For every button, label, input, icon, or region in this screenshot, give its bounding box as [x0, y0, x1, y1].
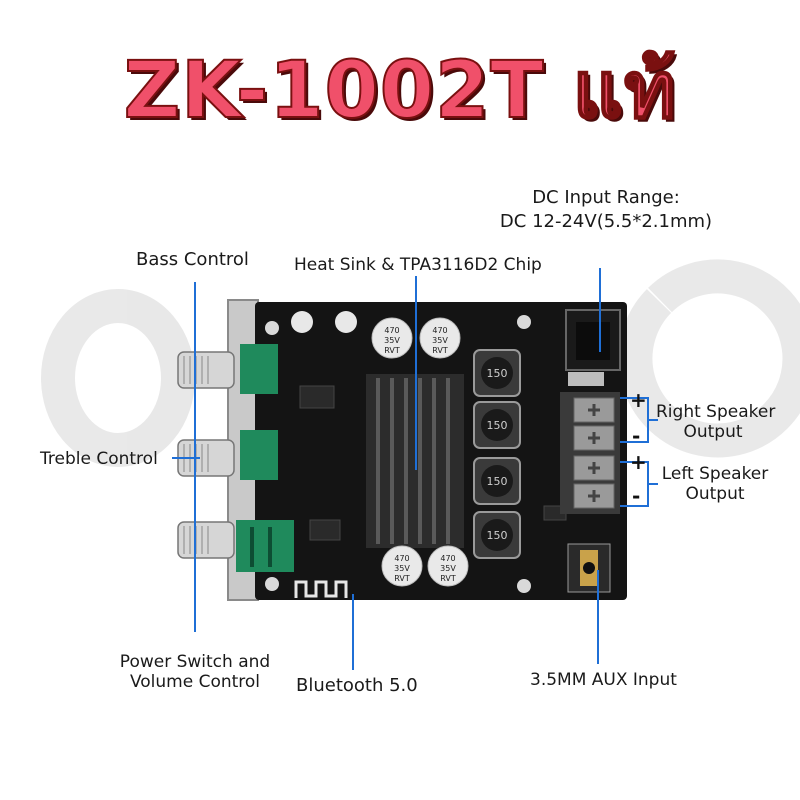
- capacitor-label: RVT: [440, 574, 456, 583]
- left-speaker-line2: Output: [685, 484, 745, 504]
- treble-control-label: Treble Control: [40, 449, 158, 469]
- power-volume-line1: Power Switch and: [119, 652, 271, 672]
- knobs: [177, 351, 235, 559]
- capacitor-label: 470: [440, 554, 455, 563]
- right-speaker-line1: Right Speaker: [656, 402, 776, 422]
- capacitor-label: RVT: [394, 574, 410, 583]
- capacitor-label: 35V: [394, 564, 410, 573]
- power-volume-label: Power Switch and Volume Control: [110, 652, 280, 692]
- small-chips: [299, 385, 567, 541]
- capacitor-label: 35V: [384, 336, 400, 345]
- bass-control-label: Bass Control: [136, 249, 249, 270]
- right-speaker-label: Right Speaker Output: [656, 402, 776, 442]
- capacitor-label: 35V: [440, 564, 456, 573]
- electrolytic-capacitors: [371, 317, 469, 587]
- heat-sink-fins: [376, 378, 450, 544]
- speaker-terminal: [560, 392, 620, 514]
- capacitor-label: 470: [432, 326, 447, 335]
- right-speaker-line2: Output: [683, 422, 743, 442]
- mounting-holes: [265, 315, 531, 593]
- heat-sink-label: Heat Sink & TPA3116D2 Chip: [294, 255, 542, 275]
- small-capacitors: [291, 311, 357, 333]
- inductor-label: 150: [487, 529, 508, 542]
- bluetooth-antenna: [294, 580, 348, 598]
- dc-input-line1: DC Input Range:: [532, 187, 680, 208]
- capacitor-label: RVT: [384, 346, 400, 355]
- left-speaker-line1: Left Speaker: [661, 464, 769, 484]
- power-volume-line2: Volume Control: [129, 672, 261, 692]
- left-speaker-label: Left Speaker Output: [660, 464, 770, 504]
- dc-jack: [565, 309, 621, 386]
- capacitor-label: RVT: [432, 346, 448, 355]
- left-minus-sign: -: [632, 484, 641, 508]
- inductor-label: 150: [487, 419, 508, 432]
- left-plus-sign: +: [630, 450, 647, 474]
- potentiometers: [236, 344, 294, 572]
- dc-input-label: DC Input Range: DC 12-24V(5.5*2.1mm): [486, 188, 726, 232]
- right-plus-sign: +: [630, 388, 647, 412]
- right-minus-sign: -: [632, 424, 641, 448]
- aux-input-label: 3.5MM AUX Input: [530, 670, 677, 690]
- leader-lines: [172, 268, 658, 670]
- capacitor-label: 35V: [432, 336, 448, 345]
- inductor-label: 150: [487, 367, 508, 380]
- capacitor-label: 470: [384, 326, 399, 335]
- page-title: ZK-1002T แท้: [123, 45, 677, 137]
- inductor-label: 150: [487, 475, 508, 488]
- aux-jack: [567, 543, 611, 593]
- capacitor-label: 470: [394, 554, 409, 563]
- dc-input-line2: DC 12-24V(5.5*2.1mm): [499, 211, 713, 232]
- bluetooth-label: Bluetooth 5.0: [296, 675, 418, 696]
